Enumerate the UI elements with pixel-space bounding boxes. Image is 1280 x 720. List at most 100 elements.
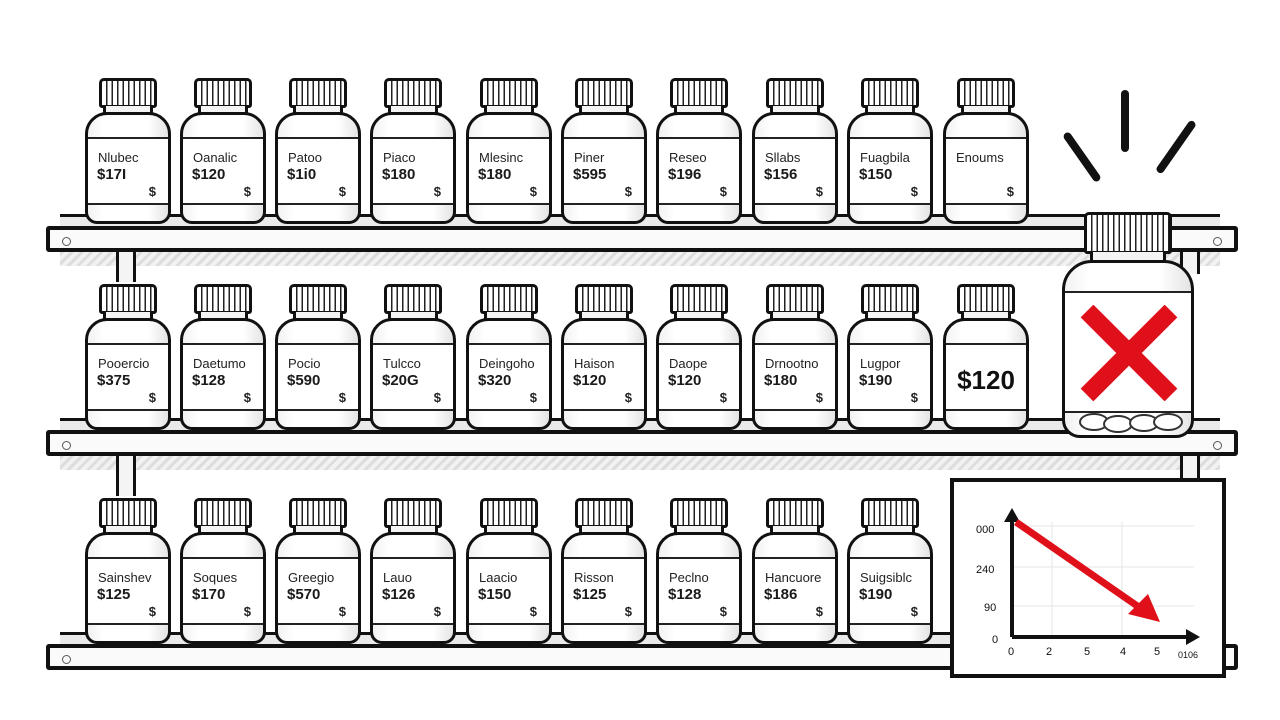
screw-hole [1213, 237, 1222, 246]
alert-ray-center [1121, 90, 1129, 152]
drug-price: $150 [478, 586, 512, 603]
drug-price: $170 [192, 586, 226, 603]
drug-name: Enoums [956, 150, 1004, 165]
bottle-label: Haison$120 $ [564, 343, 644, 411]
drug-price: $1i0 [287, 166, 317, 183]
bottle-label: Deingoho$320$ [469, 343, 549, 411]
drug-price: $595 [573, 166, 607, 183]
drug-name: Soques [193, 570, 238, 585]
shelf-post [116, 252, 136, 282]
bottle-cap [766, 284, 824, 314]
dollar-icon: $ [624, 184, 632, 199]
bottle-cap [99, 498, 157, 528]
alert-ray-right [1154, 119, 1198, 175]
drug-price: $120 [668, 372, 702, 389]
bottle-label: Daetumo$128$ [183, 343, 263, 411]
drug-price: $590 [287, 372, 321, 389]
bottle-cap [384, 498, 442, 528]
x-tick: 5 [1084, 646, 1091, 658]
drug-price: $128 [192, 372, 226, 389]
y-tick: 90 [984, 602, 997, 614]
bottle-cap [575, 284, 633, 314]
dollar-icon: $ [624, 390, 632, 405]
drug-name: Oanalic [193, 150, 238, 165]
dollar-icon: $ [719, 604, 727, 619]
bottle-cap [194, 78, 252, 108]
dollar-icon: $ [433, 390, 441, 405]
dollar-icon: $ [815, 184, 823, 199]
bottle-label: Enoums $ [946, 137, 1026, 205]
bottle-label: Pooercio$375$ [88, 343, 168, 411]
drug-name: Pooercio [98, 356, 150, 371]
alert-ray-left [1062, 130, 1102, 184]
y-tick: 0 [992, 634, 999, 646]
x-tick: 0106 [1178, 650, 1199, 660]
shelf-shadow [60, 252, 1220, 266]
screw-hole [62, 237, 71, 246]
bottle-cap [670, 498, 728, 528]
bottle-cap [194, 498, 252, 528]
drug-price: $190 [859, 372, 893, 389]
drug-name: Mlesinc [479, 150, 524, 165]
shelf-middle [46, 430, 1238, 456]
drug-price: $125 [573, 586, 607, 603]
featured-bottle-rejected[interactable] [1062, 212, 1194, 438]
x-tick: 0 [1008, 646, 1015, 658]
dollar-icon: $ [243, 390, 251, 405]
shelf-post [116, 456, 136, 496]
drug-name: Reseo [669, 150, 707, 165]
drug-name: Greegio [288, 570, 335, 585]
dollar-icon: $ [1006, 184, 1014, 199]
dollar-icon: $ [433, 184, 441, 199]
bottle-label: Greegio$570 $ [278, 557, 358, 625]
screw-hole [1213, 441, 1222, 450]
bottle-cap [861, 78, 919, 108]
dollar-icon: $ [338, 604, 346, 619]
dollar-icon: $ [338, 390, 346, 405]
screw-hole [62, 655, 71, 664]
drug-name: Patoo [288, 150, 322, 165]
dollar-icon: $ [815, 390, 823, 405]
dollar-icon: $ [815, 604, 823, 619]
bottle-cap [194, 284, 252, 314]
bottle-cap [766, 498, 824, 528]
drug-name: Hancuore [765, 570, 822, 585]
bottle-cap [670, 284, 728, 314]
drug-name: Haison [574, 356, 615, 371]
bottle-cap [289, 284, 347, 314]
drug-price: $120 [573, 372, 607, 389]
bottle-label: Lauo$126$ [373, 557, 453, 625]
drug-name: Piner [574, 150, 605, 165]
drug-price: $570 [287, 586, 321, 603]
drug-name: Lugpor [860, 356, 901, 371]
bottle-label: $120 [946, 343, 1026, 411]
dollar-icon: $ [719, 390, 727, 405]
bottle-label: Pocio$590$ [278, 343, 358, 411]
bottle-label: Sainshev$125$ [88, 557, 168, 625]
y-tick: 000 [976, 524, 995, 536]
dollar-icon: $ [148, 604, 156, 619]
drug-name: Sllabs [765, 150, 801, 165]
drug-name: Suigsiblc [860, 570, 913, 585]
bottle-cap [861, 284, 919, 314]
bottle-cap [766, 78, 824, 108]
bottle-label: Piner$595 $ [564, 137, 644, 205]
price-decline-chart: 000 240 90 0 0 2 5 4 5 0106 [950, 478, 1226, 678]
bottle-cap [861, 498, 919, 528]
bottle-label: Nlubec$17I$ [88, 137, 168, 205]
drug-name: Risson [574, 570, 614, 585]
drug-name: Peclno [669, 570, 709, 585]
drug-price: $180 [478, 166, 512, 183]
bottle-cap [480, 78, 538, 108]
drug-name: Laacio [479, 570, 518, 585]
bottle-cap [957, 78, 1015, 108]
bottle-label: Reseo$196$ [659, 137, 739, 205]
bottle-label: Sllabs$156$ [755, 137, 835, 205]
bottle-label: Peclno$128$ [659, 557, 739, 625]
drug-price: $186 [764, 586, 798, 603]
bottle-label: Daope$120$ [659, 343, 739, 411]
bottle-cap [575, 498, 633, 528]
drug-name: Lauo [383, 570, 412, 585]
bottle-cap [384, 284, 442, 314]
red-x-icon [1080, 305, 1178, 401]
